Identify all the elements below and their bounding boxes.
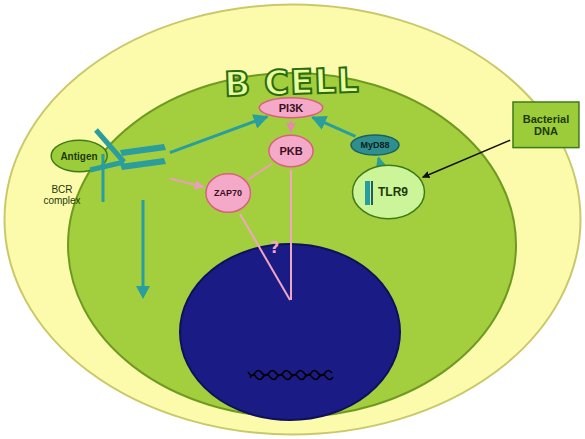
signal-arrow	[170, 117, 267, 153]
unknown-mark: ?	[270, 238, 279, 257]
node-label: PKB	[279, 145, 302, 157]
stimulus-box: Bacterial DNA	[512, 101, 580, 149]
kinase-circle: PKB	[268, 134, 314, 168]
node-label: Bacterial DNA	[517, 113, 575, 137]
node-label: Antigen	[60, 151, 97, 162]
signal-arrow	[423, 140, 510, 177]
node-label: BCR complex	[38, 184, 86, 206]
receptor-complex: BCR complex	[88, 120, 168, 216]
node-label: PI3K	[279, 102, 303, 114]
signal-arrow	[170, 178, 204, 186]
signal-arrow	[248, 163, 272, 179]
node-label: TLR9	[378, 185, 408, 199]
adaptor-ellipse: MyD88	[350, 134, 400, 156]
node-label: ZAP70	[214, 188, 242, 198]
signal-arrow	[290, 121, 292, 132]
kinase-circle: ZAP70	[205, 172, 251, 214]
node-label: MyD88	[360, 140, 389, 150]
node-label: B CELL	[224, 60, 361, 105]
node-outline	[88, 120, 168, 216]
receptor-circle: TLR9	[351, 163, 426, 221]
signal-arrow	[379, 158, 380, 162]
signal-arrow	[313, 117, 356, 136]
